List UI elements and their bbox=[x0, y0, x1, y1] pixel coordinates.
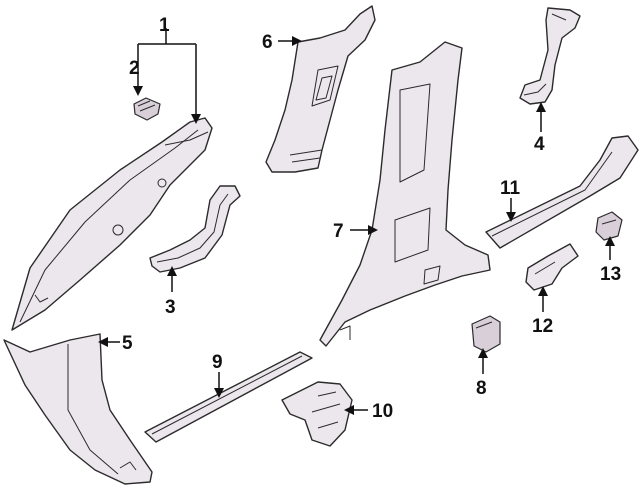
callout-12: 12 bbox=[532, 316, 553, 337]
callout-13: 13 bbox=[600, 264, 621, 285]
part-3-grab-handle bbox=[149, 185, 241, 273]
callout-7: 7 bbox=[333, 221, 344, 242]
callout-2: 2 bbox=[129, 58, 140, 79]
callout-3: 3 bbox=[165, 297, 176, 318]
callout-1: 1 bbox=[159, 15, 170, 36]
part-9-sill-plate bbox=[144, 351, 313, 443]
callout-4: 4 bbox=[534, 134, 545, 155]
callout-11: 11 bbox=[500, 178, 521, 199]
callout-6: 6 bbox=[262, 32, 273, 53]
part-4-grab-handle bbox=[519, 7, 581, 105]
part-12-clip bbox=[525, 243, 579, 291]
part-11-sill-plate bbox=[485, 135, 639, 249]
part-6-b-pillar-upper bbox=[265, 5, 376, 173]
part-8-cap bbox=[471, 315, 501, 353]
part-7-b-pillar-lower bbox=[319, 41, 491, 347]
callout-9: 9 bbox=[212, 352, 223, 373]
callout-5: 5 bbox=[122, 333, 133, 354]
part-2-clip bbox=[133, 97, 161, 121]
part-13-clip bbox=[595, 211, 623, 241]
part-1-a-pillar-trim bbox=[11, 117, 213, 331]
part-5-kick-panel bbox=[3, 333, 153, 485]
callout-10: 10 bbox=[372, 401, 393, 422]
callout-8: 8 bbox=[476, 378, 487, 399]
leaders bbox=[98, 28, 615, 415]
part-10-bracket bbox=[281, 381, 353, 447]
